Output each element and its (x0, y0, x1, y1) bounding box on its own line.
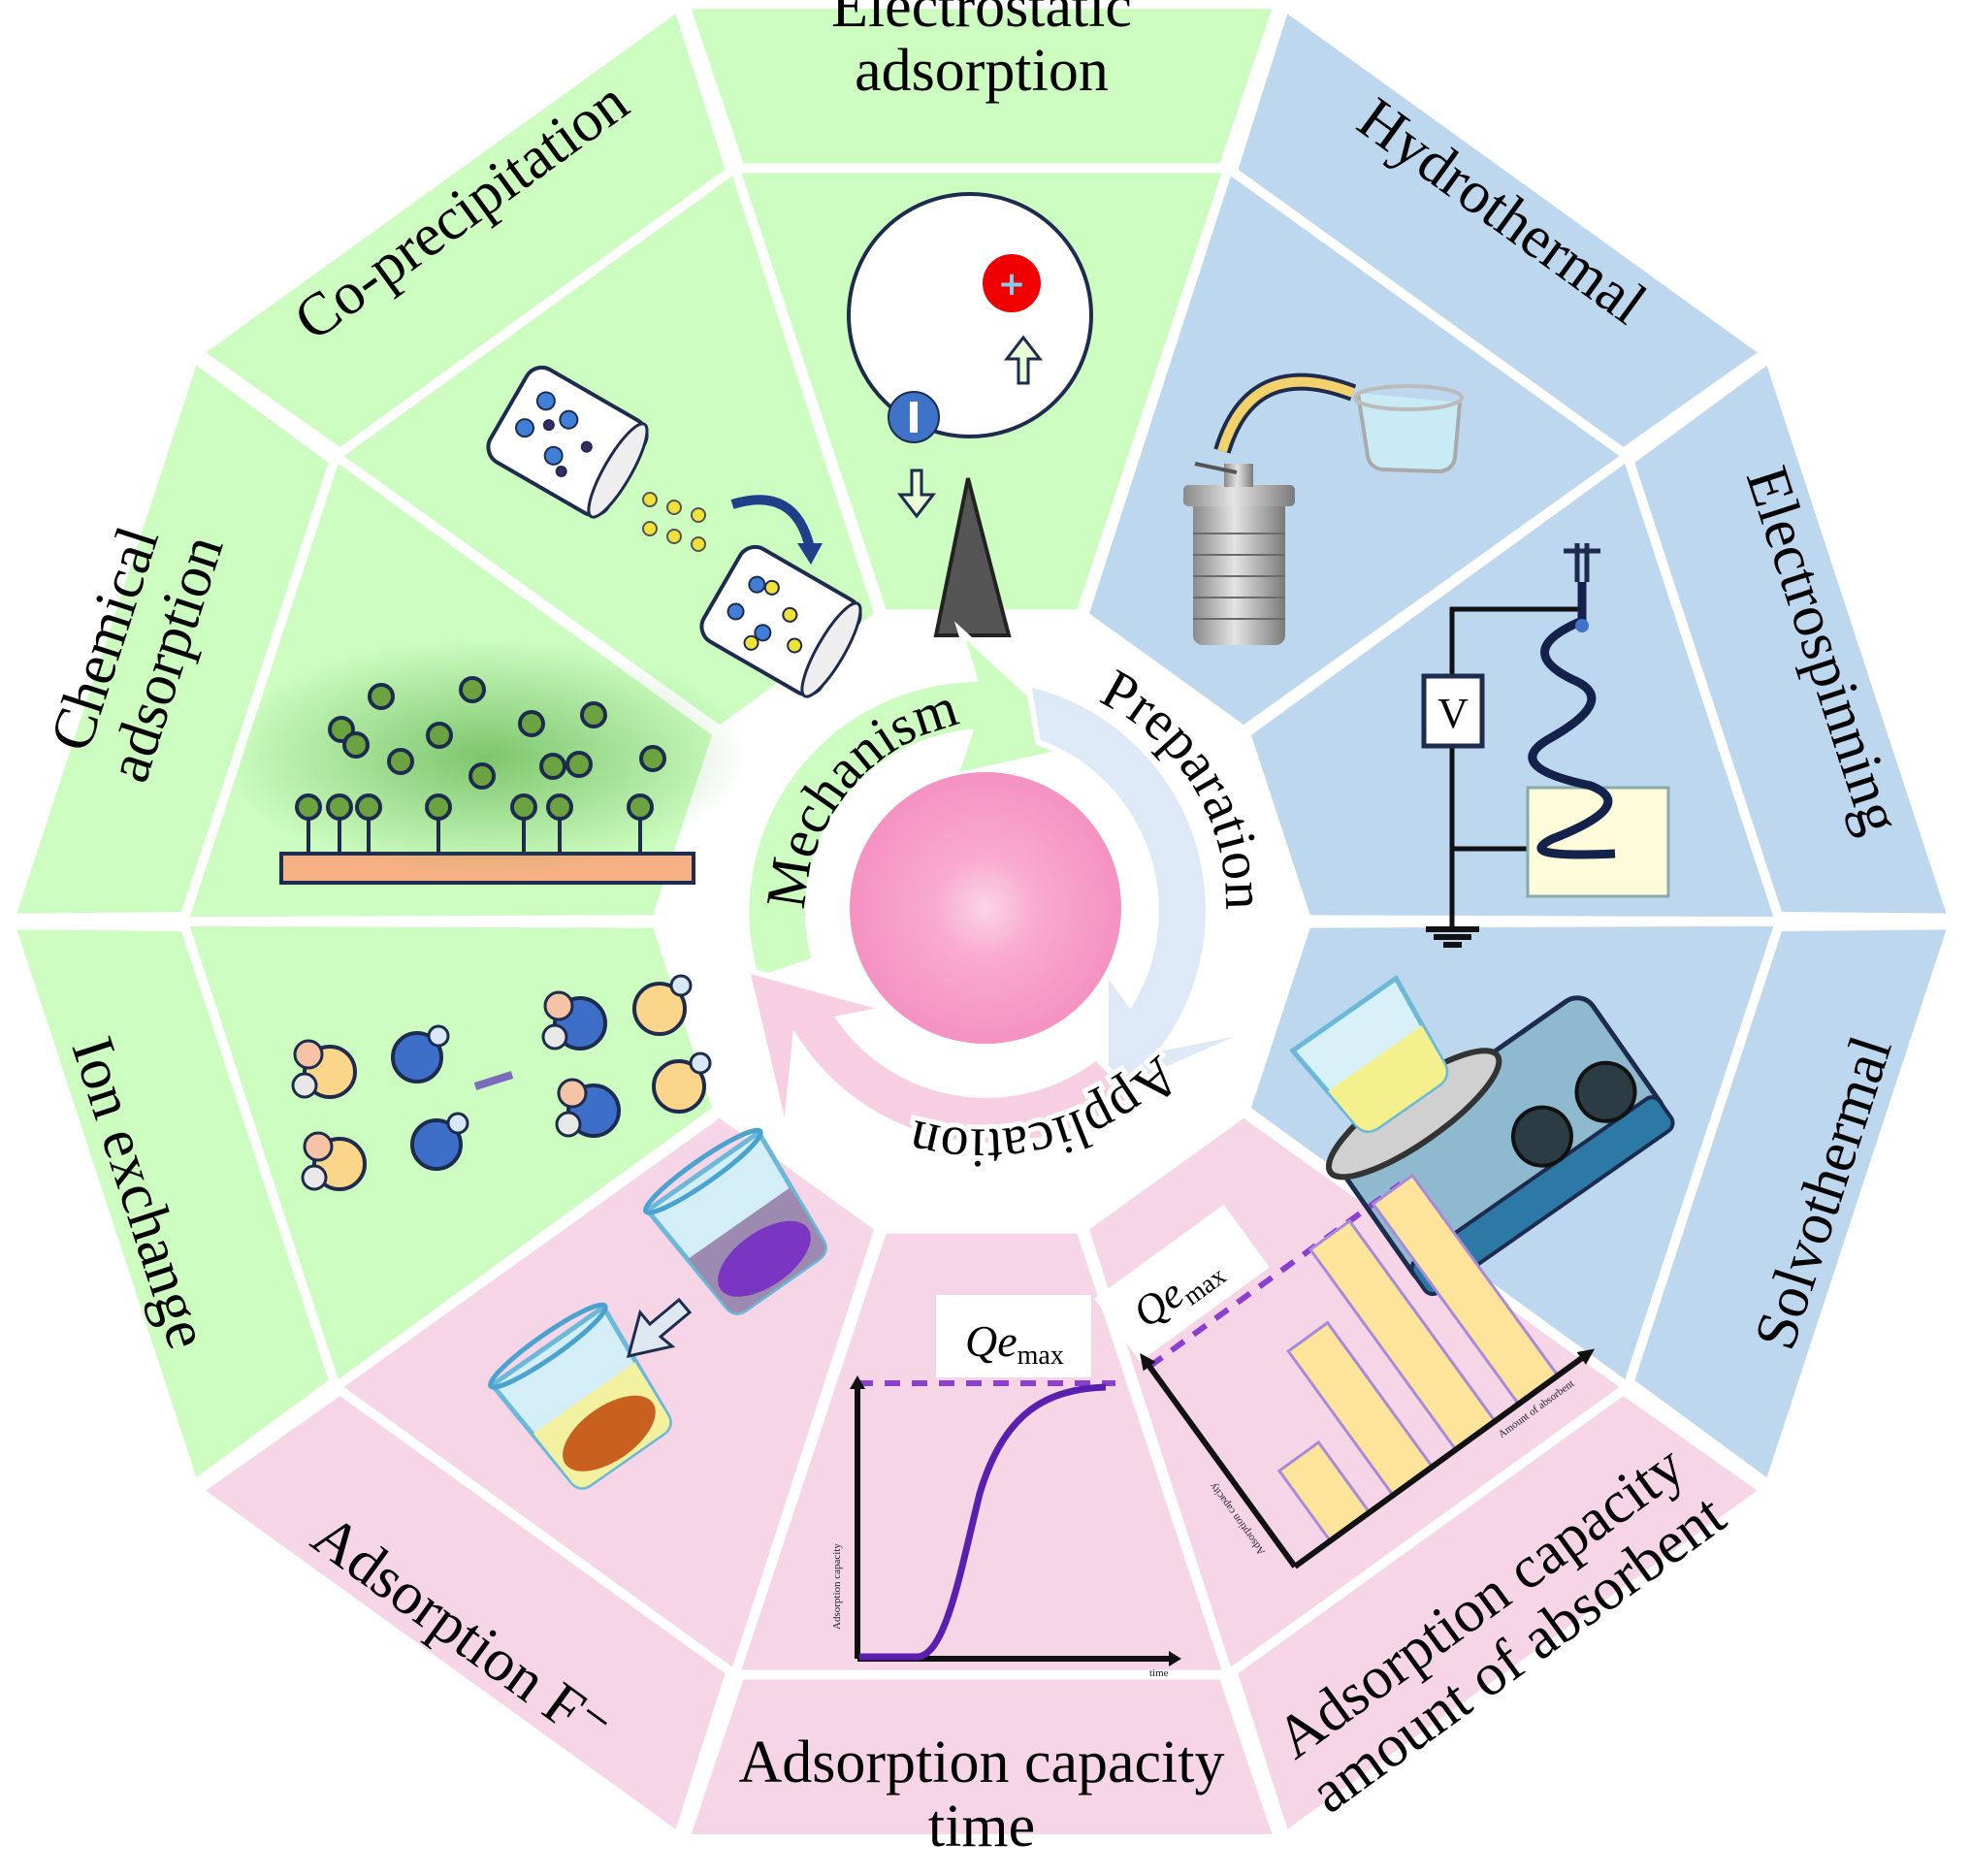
surface-binding-icon (223, 640, 747, 885)
ion-exchange-icon (291, 974, 712, 1191)
center-sphere (850, 772, 1121, 1044)
autoclave-icon (1183, 372, 1464, 645)
sector-label-line: time (928, 1794, 1035, 1860)
bar-group (1276, 1173, 1561, 1543)
bar-y-axis-arrowhead (1140, 1352, 1156, 1372)
inner-panel-capacity-vs-time (741, 1233, 1222, 1670)
time-chart-xlabel: time (1149, 1667, 1169, 1679)
outer-band-capacity-vs-time (691, 1679, 1273, 1834)
voltage-label: V (1437, 690, 1469, 737)
center-cycle: Mechanism Preparation Application (729, 621, 1281, 1184)
svg-text:+: + (998, 265, 1026, 304)
bar-y-axis (1144, 1360, 1298, 1569)
x-axis-arrowhead (1169, 1651, 1181, 1666)
outer-band-ion-exchange (16, 929, 329, 1478)
sector-label-line: adsorption (855, 38, 1109, 104)
vessel-before (486, 365, 649, 519)
mechanism-arrow (743, 621, 1093, 984)
outer-band-electrostatic-adsorption (691, 9, 1273, 164)
precipitation-vessels-icon (486, 365, 862, 698)
outer-band-co-precipitation (206, 14, 726, 447)
preparation-arrow (1024, 680, 1263, 1101)
time-chart-ylabel: Adsorption capacity (831, 1543, 843, 1630)
charge-attraction-icon: + (847, 192, 1093, 637)
beaker-after (487, 1302, 672, 1490)
capacity-amount-chart: Qemax Adsorption capacity Amount of abso… (1094, 1173, 1596, 1569)
qemax-label-box (936, 1295, 1091, 1377)
outer-band-solvothermal (1634, 929, 1947, 1478)
capacity-time-chart: Qemax Adsorption capacity time (831, 1295, 1181, 1679)
outer-band-capacity-vs-amount (1238, 1396, 1758, 1829)
outer-band-chemical-adsorption (16, 365, 329, 914)
qemax-label: Qemax (965, 1316, 1064, 1371)
y-axis-arrowhead (850, 1375, 865, 1389)
beaker-before (642, 1127, 827, 1315)
sector-label-line: Adsorption capacity (738, 1730, 1224, 1795)
sigmoid-curve (859, 1383, 1107, 1661)
outer-band-hydrothermal (1238, 14, 1758, 447)
qemax-bar-label-box (1094, 1204, 1270, 1362)
electrospinning-setup-icon: V (1421, 543, 1670, 948)
beakers-icon (487, 1127, 827, 1490)
vessel-after (699, 544, 862, 698)
bar-x-axis-arrowhead (1576, 1348, 1596, 1365)
sector-label-line: Electrostatic (831, 0, 1132, 40)
outer-band-adsorption-fluoride (206, 1396, 726, 1829)
application-arrow (742, 965, 1140, 1148)
qemax-bar-dashed-line (1147, 1181, 1403, 1370)
bar-x-axis (1293, 1353, 1588, 1569)
outer-band-electrospinning (1634, 365, 1947, 914)
illustration-layer: +V (223, 192, 1675, 1490)
